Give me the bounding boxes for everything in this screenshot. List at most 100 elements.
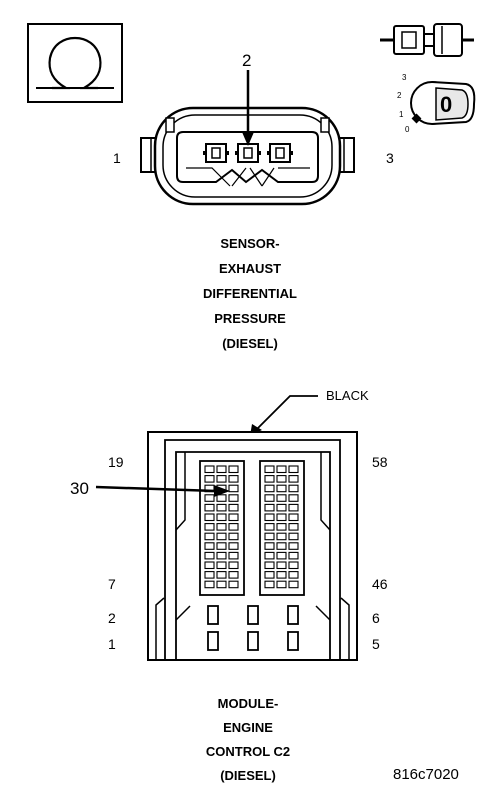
pin-cavity (216, 571, 227, 579)
module-left-label-2: 2 (108, 610, 116, 626)
module-connector (147, 431, 358, 661)
pin-cavity (228, 551, 239, 560)
sensor-title: SENSOR- EXHAUST DIFFERENTIAL PRESSURE (D… (203, 236, 297, 351)
pin-cavity (288, 475, 299, 483)
pin-cavity (204, 561, 215, 570)
pin-cavity (204, 532, 215, 541)
pin-cavity (288, 542, 299, 550)
pin-cavity (216, 532, 227, 541)
pin-cavity (216, 542, 227, 550)
power-pin (287, 605, 299, 625)
pin-cavity (228, 561, 239, 570)
pin-cavity (276, 523, 287, 531)
pin-cavity (204, 475, 215, 483)
pin-cavity (288, 571, 299, 579)
module-title-line-4: (DIESEL) (220, 768, 276, 783)
ohm-icon (27, 23, 123, 103)
sensor-pin-left-label: 1 (113, 150, 121, 166)
pin-cavity (264, 542, 275, 550)
pin-cavity (216, 551, 227, 560)
pin-cavity (204, 494, 215, 502)
pin-cavity (228, 465, 239, 474)
pin-cavity (288, 580, 299, 589)
pin-cavity (216, 561, 227, 570)
pin-cavity (204, 580, 215, 589)
pin-cavity (276, 475, 287, 483)
pin-cavity (276, 494, 287, 502)
pin-cavity (264, 580, 275, 589)
pin-cavity (276, 561, 287, 570)
pin-cavity (288, 561, 299, 570)
pin-cavity (264, 494, 275, 502)
pin-cavity (204, 542, 215, 550)
ignition-pos-3: 3 (402, 73, 407, 82)
power-pin (287, 631, 299, 651)
ignition-key-position: 0 (440, 92, 452, 117)
pin-cavity (228, 475, 239, 483)
sensor-terminal-3 (267, 143, 293, 163)
module-right-label-58: 58 (372, 454, 388, 470)
pin-cavity (204, 503, 215, 512)
ignition-pos-0: 0 (405, 125, 410, 134)
pin-cavity (276, 513, 287, 522)
module-right-label-46: 46 (372, 576, 388, 592)
module-left-label-1: 1 (108, 636, 116, 652)
pin-cavity (288, 551, 299, 560)
sensor-title-line-3: DIFFERENTIAL (203, 286, 297, 301)
pin-cavity (276, 465, 287, 474)
pin-cavity (204, 523, 215, 531)
pin-cavity (216, 503, 227, 512)
pin-cavity (276, 532, 287, 541)
pin-cavity (228, 580, 239, 589)
pin-cavity (276, 551, 287, 560)
pin-cavity (204, 551, 215, 560)
pin-cavity (264, 465, 275, 474)
module-color-callout: BLACK (250, 388, 369, 436)
ignition-pos-2: 2 (397, 91, 402, 100)
pin-cavity (216, 523, 227, 531)
pin-cavity (288, 494, 299, 502)
pin-cavity (228, 571, 239, 579)
pin-cavity (276, 484, 287, 493)
pin-cavity (204, 571, 215, 579)
pin-cavity (288, 523, 299, 531)
pin-cavity (216, 580, 227, 589)
module-title-line-3: CONTROL C2 (206, 744, 290, 759)
pin-cavity (204, 513, 215, 522)
pin-cavity (228, 513, 239, 522)
pin-cavity (264, 561, 275, 570)
sensor-pin-callout: 2 (242, 51, 254, 146)
module-pin-callout-label: 30 (70, 479, 89, 498)
pin-cavity (288, 513, 299, 522)
sensor-terminal-1 (203, 143, 229, 163)
sensor-pin-callout-label: 2 (242, 51, 251, 70)
sensor-terminal-2 (235, 143, 261, 163)
pin-blocks (199, 460, 305, 596)
sensor-pin-right-label: 3 (386, 150, 394, 166)
pin-cavity (264, 571, 275, 579)
module-right-label-5: 5 (372, 636, 380, 652)
pin-cavity (276, 542, 287, 550)
pin-cavity (264, 551, 275, 560)
pin-cavity (204, 465, 215, 474)
pin-cavity (264, 532, 275, 541)
pin-cavity (228, 532, 239, 541)
pin-cavity (264, 475, 275, 483)
pin-cavity (216, 494, 227, 502)
module-left-label-7: 7 (108, 576, 116, 592)
power-pin (207, 631, 219, 651)
module-title-line-2: ENGINE (223, 720, 273, 735)
power-pin (207, 605, 219, 625)
pin-cavity (276, 571, 287, 579)
pin-cavity (288, 503, 299, 512)
sensor-title-line-2: EXHAUST (219, 261, 281, 276)
pin-cavity (216, 475, 227, 483)
connector-icon (380, 23, 474, 57)
module-title: MODULE- ENGINE CONTROL C2 (DIESEL) (206, 696, 290, 783)
module-right-label-6: 6 (372, 610, 380, 626)
pin-cavity (288, 484, 299, 493)
module-pin-callout: 30 (70, 479, 230, 498)
pin-cavity (276, 580, 287, 589)
module-title-line-1: MODULE- (218, 696, 279, 711)
